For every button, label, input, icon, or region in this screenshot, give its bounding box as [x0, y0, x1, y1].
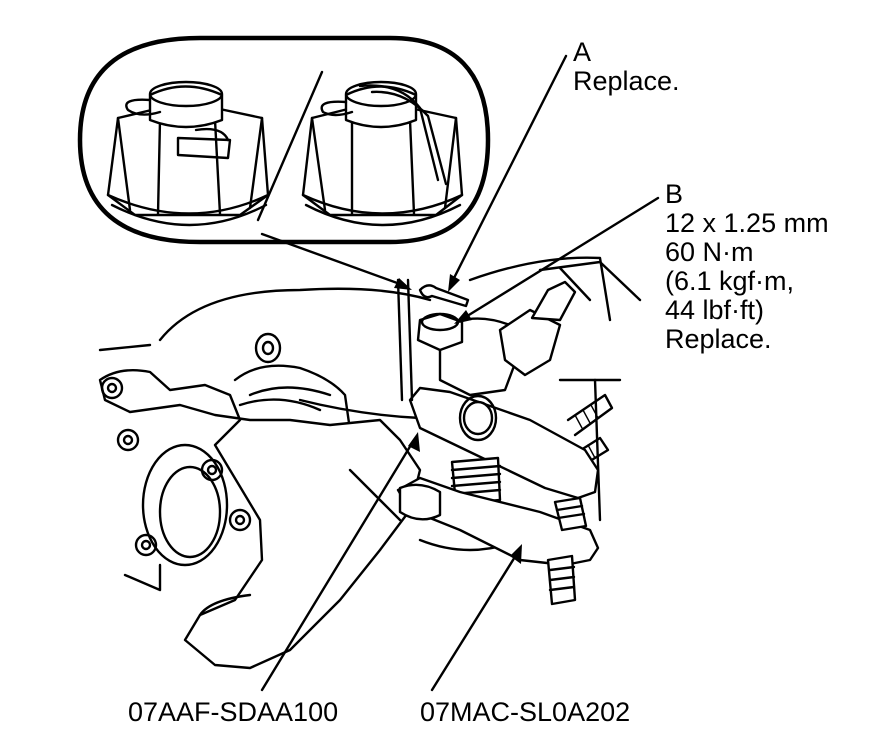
callout-b-size: 12 x 1.25 mm — [665, 208, 829, 238]
callout-a: A Replace. — [573, 38, 680, 96]
tool-label-2: 07MAC-SL0A202 — [420, 697, 631, 727]
callout-b-torque-lbf: 44 lbf·ft) — [665, 295, 765, 325]
leader-a — [448, 54, 568, 292]
ball-joint-remover-tool — [396, 280, 600, 606]
leader-tool1 — [260, 432, 420, 692]
leader-tool2 — [430, 544, 522, 692]
callout-b-torque-kgf: (6.1 kgf·m, — [665, 266, 795, 296]
knuckle-assembly — [98, 256, 642, 670]
callout-b-torque-nm: 60 N·m — [665, 237, 754, 267]
callout-b: B 12 x 1.25 mm 60 N·m (6.1 kgf·m, 44 lbf… — [665, 180, 829, 354]
tie-rod-stud — [396, 278, 414, 402]
castle-nut-right-icon — [301, 80, 464, 227]
detail-inset — [77, 35, 491, 245]
leader-b — [454, 196, 660, 324]
castle-nut-left-icon — [106, 80, 270, 227]
callout-b-letter: B — [665, 179, 684, 209]
cotter-pin-a-icon — [418, 284, 470, 308]
callout-b-note: Replace. — [665, 324, 772, 354]
callout-a-note: Replace. — [573, 66, 680, 96]
callout-a-letter: A — [573, 37, 592, 67]
tool-label-1: 07AAF-SDAA100 — [128, 697, 339, 727]
